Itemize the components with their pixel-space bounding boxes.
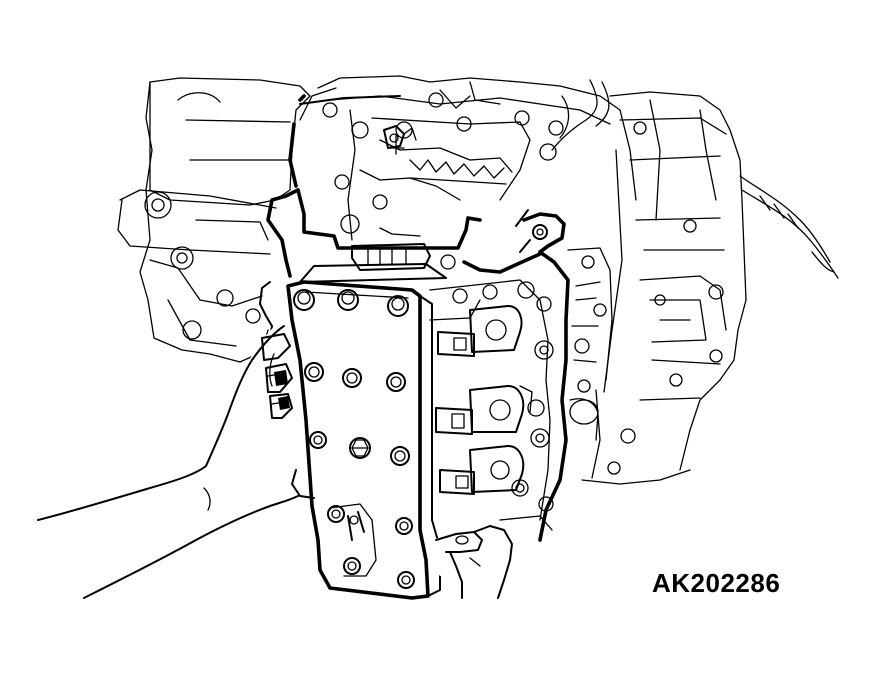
solenoid-valve-3 — [439, 445, 525, 495]
right-hand — [432, 524, 513, 599]
figure-code-label: AK202286 — [652, 568, 781, 598]
plate-bolt-top-left — [293, 289, 315, 311]
solenoid-valve-2 — [435, 385, 525, 435]
solenoid-valve-1 — [437, 305, 523, 357]
plate-bolt-top-right — [387, 295, 409, 317]
connector-block — [299, 227, 456, 283]
left-hand — [37, 322, 315, 600]
plate-bolt-top-center — [337, 289, 359, 311]
valve-body-plate — [286, 280, 441, 600]
bracket-bolt — [383, 125, 417, 149]
transmission-case — [117, 75, 839, 485]
plate-center-bolt — [349, 437, 371, 459]
valve-body-assembly — [429, 247, 613, 531]
